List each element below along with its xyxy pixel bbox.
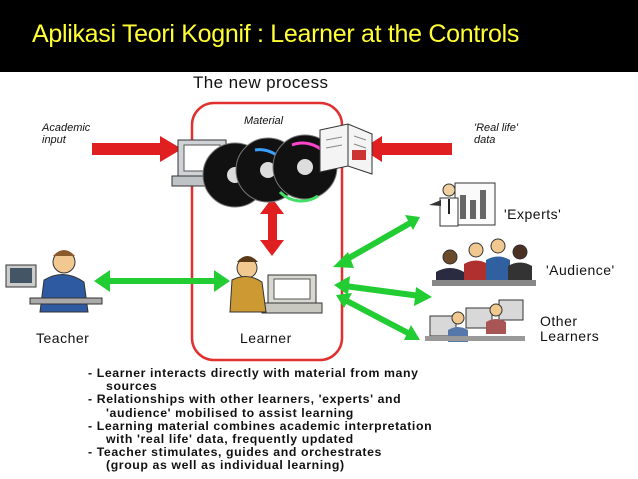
bullet-line: sources bbox=[106, 379, 158, 394]
learner-box bbox=[190, 101, 344, 362]
academic-input-arrow bbox=[92, 136, 182, 162]
other-learners-line-2: Learners bbox=[540, 328, 600, 344]
slide-title: Aplikasi Teori Kognif : Learner at the C… bbox=[32, 20, 520, 48]
teacher-learner-arrow bbox=[94, 270, 230, 292]
bullet-item: - Learning material combines academic in… bbox=[88, 418, 568, 447]
bullet-line: 'audience' mobilised to assist learning bbox=[106, 405, 354, 420]
cd-discs-icon bbox=[202, 134, 338, 208]
diagram-heading: The new process bbox=[193, 73, 329, 92]
real-life-data-line-2: data bbox=[474, 134, 496, 146]
bullet-item: - Relationships with other learners, 'ex… bbox=[88, 392, 568, 420]
real-life-data-arrow bbox=[362, 136, 452, 162]
learner-label: Learner bbox=[240, 330, 292, 346]
bullet-list: - Learner interacts directly with materi… bbox=[88, 366, 568, 473]
bullet-line: - Relationships with other learners, 'ex… bbox=[88, 392, 402, 407]
material-learner-arrow bbox=[260, 198, 284, 256]
real-life-data-label: 'Real life' data bbox=[474, 122, 518, 146]
academic-input-line-2: input bbox=[42, 134, 66, 146]
bullet-item: - Learner interacts directly with materi… bbox=[88, 366, 568, 394]
other-learners-label: Other Learners bbox=[540, 314, 599, 344]
bullet-line: - Learner interacts directly with materi… bbox=[88, 366, 419, 380]
other-learners-line-1: Other bbox=[540, 313, 578, 329]
material-label: Material bbox=[244, 115, 284, 127]
learner-other-learners-arrow bbox=[336, 293, 420, 340]
bullet-line: - Learning material combines academic in… bbox=[88, 418, 433, 433]
audience-label: 'Audience' bbox=[546, 262, 615, 278]
experts-icon bbox=[429, 182, 496, 227]
learner-experts-arrow bbox=[333, 215, 420, 268]
teacher-icon bbox=[5, 250, 103, 313]
academic-input-line-1: Academic bbox=[42, 122, 91, 134]
real-life-data-line-1: 'Real life' bbox=[474, 122, 518, 134]
bullet-line: with 'real life' data, frequently update… bbox=[106, 432, 354, 447]
other-learners-icon bbox=[425, 299, 525, 342]
bullet-item: - Teacher stimulates, guides and orchest… bbox=[88, 445, 568, 473]
experts-label: 'Experts' bbox=[504, 206, 562, 222]
bullet-line: - Teacher stimulates, guides and orchest… bbox=[88, 445, 382, 460]
teacher-label: Teacher bbox=[36, 330, 90, 346]
title-bar bbox=[0, 0, 638, 72]
academic-input-label: Academic input bbox=[42, 122, 90, 146]
learner-icon bbox=[229, 256, 323, 314]
audience-icon bbox=[432, 238, 536, 286]
book-icon bbox=[319, 123, 373, 175]
learner-audience-arrow bbox=[334, 276, 432, 306]
bullet-line: (group as well as individual learning) bbox=[106, 458, 345, 473]
